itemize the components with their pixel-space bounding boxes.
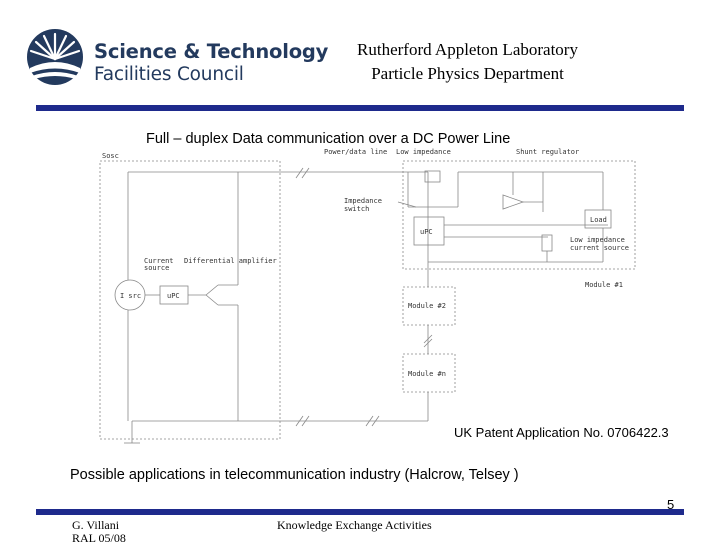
i-src-label: I src [120,292,141,300]
impedance-switch-label-2: switch [344,205,369,213]
stfc-sunburst-icon [27,29,83,85]
source-upc-label: uPC [167,292,180,300]
page-number: 5 [667,497,675,512]
diagram-title: Full – duplex Data communication over a … [146,131,511,147]
module-2-box [402,286,456,326]
logo-line1: Science & Technology [94,40,329,63]
source-box [99,160,281,440]
load-label: Load [590,216,607,224]
power-data-line-label: Power/data line [324,148,387,156]
footer-rule [36,509,684,515]
load-box [584,209,612,229]
shunt-regulator-label: Shunt regulator [516,148,579,156]
low-impedance-current-source-label-1: Low impedance [570,236,625,244]
header-rule [36,105,684,111]
source-box-label: Sosc [102,152,119,160]
module-upc-label: uPC [420,228,433,236]
lab-line1: Rutherford Appleton Laboratory [357,40,578,59]
low-impedance-current-source-label-2: current source [570,244,629,252]
patent-note: UK Patent Application No. 0706422.3 [454,425,669,440]
current-source-label-1: Current [144,257,174,265]
shunt-regulator-symbol [502,194,525,210]
module-upc-box [413,216,445,246]
impedance-switch-label-1: Impedance [344,197,382,205]
footer-center: Knowledge Exchange Activities [277,518,432,532]
module-2-label: Module #2 [408,302,446,310]
stfc-logo [26,26,296,88]
footer-date: RAL 05/08 [72,531,126,545]
module-n-label: Module #n [408,370,446,378]
low-impedance-label: Low impedance [396,148,451,156]
footer-author: G. Villani [72,518,120,532]
logo-line2: Facilities Council [94,64,244,85]
differential-amplifier-label: Differential amplifier [184,257,277,265]
current-source-label-2: source [144,264,169,272]
module-n-box [402,353,456,393]
lab-line2: Particle Physics Department [371,64,564,83]
module-1-label: Module #1 [585,281,623,289]
applications-text: Possible applications in telecommunicati… [70,467,519,483]
lab-title: Rutherford Appleton Laboratory Particle … [310,38,625,86]
circuit-diagram: Sosc Power/data line Low impedance Shunt… [98,147,638,447]
low-impedance-box [424,170,441,183]
module-1-box [402,160,636,270]
